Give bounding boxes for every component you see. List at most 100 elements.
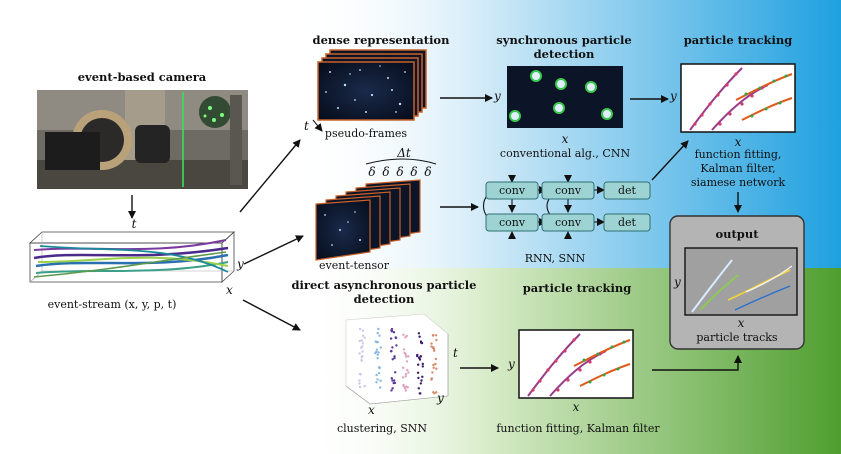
dense-title: dense representation xyxy=(313,33,451,47)
cluster-point xyxy=(402,385,405,388)
cluster-point xyxy=(358,352,361,355)
arrow-bottom-to-output xyxy=(652,355,742,371)
cluster-point xyxy=(358,339,361,343)
stream-caption: event-stream (x, y, p, t) xyxy=(48,298,177,311)
dense-axis-arrow xyxy=(312,119,323,132)
async-axis-x: x xyxy=(368,403,375,417)
output-box xyxy=(669,215,805,350)
conv-node-4: conv xyxy=(541,213,595,232)
conv-node-3: conv xyxy=(485,213,539,232)
cluster-point xyxy=(390,349,393,353)
pseudo-frames-caption: pseudo-frames xyxy=(325,127,407,140)
cluster-point xyxy=(395,344,398,347)
cluster-point xyxy=(389,337,393,340)
conv-node-1: conv xyxy=(485,181,539,200)
output-title: output xyxy=(715,227,759,241)
cluster-point xyxy=(417,387,420,390)
network-caption: RNN, SNN xyxy=(525,252,586,265)
track-top-title: particle tracking xyxy=(684,33,793,47)
cluster-point xyxy=(361,329,365,332)
cluster-point xyxy=(360,339,363,342)
sync-title-line1: synchronous particle xyxy=(496,33,631,47)
cluster-point xyxy=(416,354,419,358)
cluster-point xyxy=(361,355,364,358)
cluster-point xyxy=(392,331,396,334)
cluster-point xyxy=(419,355,422,358)
cluster-point xyxy=(391,379,394,382)
cluster-point xyxy=(358,385,362,389)
cluster-point xyxy=(393,379,396,382)
cluster-point xyxy=(377,372,381,375)
async-axis-t: t xyxy=(453,346,458,360)
cluster-point xyxy=(394,336,397,339)
cluster-point xyxy=(432,366,435,369)
cluster-point xyxy=(417,376,420,380)
output-axis-y: y xyxy=(673,275,681,289)
async-axis-y: y xyxy=(436,391,444,405)
camera-title: event-based camera xyxy=(78,70,207,84)
cluster-point xyxy=(417,363,420,366)
tensor-delta-labels: Δt δ δ δ δ δ xyxy=(365,146,437,179)
cluster-point xyxy=(420,379,423,382)
track-top-caption-3: siamese network xyxy=(691,176,786,189)
cluster-point xyxy=(378,334,381,337)
cluster-point xyxy=(391,387,394,390)
cluster-point xyxy=(359,346,363,349)
cluster-point xyxy=(434,334,438,337)
cluster-point xyxy=(431,371,434,374)
cluster-point xyxy=(375,341,378,344)
delta-t-label: Δt xyxy=(396,146,411,160)
cluster-point xyxy=(434,362,437,366)
det-node-1: det xyxy=(603,181,651,200)
track-bottom-caption: function fitting, Kalman filter xyxy=(496,422,660,435)
track-bottom-title: particle tracking xyxy=(523,281,632,295)
conv-node-4-label: conv xyxy=(555,216,582,229)
pseudo-frames-stack xyxy=(317,49,427,121)
cluster-point xyxy=(402,333,405,336)
cluster-point xyxy=(404,389,407,392)
delta-label-2: δ xyxy=(382,165,389,179)
cluster-point xyxy=(420,341,424,345)
stream-axis-x: x xyxy=(226,283,233,297)
cluster-point xyxy=(435,391,438,394)
cluster-point xyxy=(390,327,394,331)
cluster-point xyxy=(391,346,394,349)
track-top-caption-1: function fitting, xyxy=(695,148,782,161)
conv-node-3-label: conv xyxy=(499,216,526,229)
sync-detection-frame xyxy=(507,66,623,128)
sync-axis-y: y xyxy=(493,89,501,103)
cluster-point xyxy=(377,327,380,331)
cluster-point xyxy=(375,373,378,377)
track-top-plot xyxy=(680,63,796,133)
arrow-network-to-track xyxy=(651,140,689,181)
cluster-point xyxy=(393,356,396,360)
async-caption: clustering, SNN xyxy=(337,422,427,435)
cluster-point xyxy=(378,366,381,369)
cluster-point xyxy=(394,371,397,374)
cluster-point xyxy=(433,392,436,395)
track-bottom-axis-y: y xyxy=(507,357,515,371)
arrow-to-async xyxy=(242,299,301,331)
delta-label-1: δ xyxy=(368,165,375,179)
async-title-line1: direct asynchronous particle xyxy=(292,278,477,292)
cluster-point xyxy=(405,355,408,358)
cluster-point xyxy=(404,352,407,356)
cluster-point xyxy=(376,331,379,335)
cluster-point xyxy=(406,368,409,372)
cluster-point xyxy=(379,379,382,382)
cluster-point xyxy=(376,378,379,381)
cluster-point xyxy=(360,358,363,362)
cluster-point xyxy=(417,332,421,335)
output-axis-x: x xyxy=(738,316,745,330)
cluster-point xyxy=(417,356,421,360)
cluster-point xyxy=(358,382,361,385)
stream-axis-y: y xyxy=(236,257,244,271)
cluster-point xyxy=(431,346,435,350)
delta-label-5: δ xyxy=(424,165,431,179)
cluster-point xyxy=(391,358,394,361)
conv-node-1-label: conv xyxy=(499,184,526,197)
stream-axis-t: t xyxy=(132,217,137,231)
cluster-point xyxy=(406,386,409,389)
track-bottom-plot xyxy=(518,329,634,399)
